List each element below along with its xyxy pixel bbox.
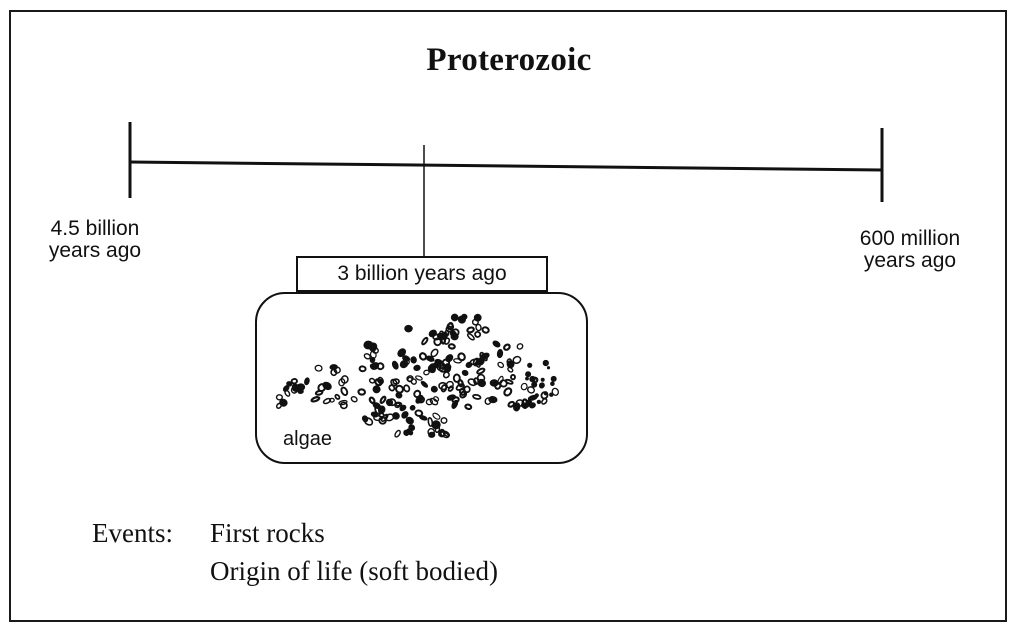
algae-fragment [525,371,531,377]
fossil-caption: algae [283,428,332,451]
event-item: Origin of life (soft bodied) [210,552,498,590]
algae-cell [476,368,485,375]
algae-cell [426,399,432,405]
algae-fragment [544,391,548,395]
timeline-axis [130,162,882,170]
algae-cell [291,379,297,384]
algae-cell [358,389,365,395]
algae-cell [476,324,482,331]
algae-fragment [537,400,541,404]
algae-fragment [550,381,555,386]
algae-cell [370,357,375,363]
timeline-end-label-line-2: years ago [840,250,980,272]
algae-cell [497,350,502,358]
algae-cell [497,361,504,368]
algae-cell [411,357,416,363]
algae-cell [467,333,475,341]
algae-cell [525,399,532,406]
algae-cell [421,337,428,345]
algae-cell [315,365,322,371]
algae-cell [520,383,528,391]
algae-fragment [549,393,553,397]
timeline-end-label: 600 million years ago [840,228,980,272]
algae-cell [350,396,358,403]
algae-fragment [527,363,532,368]
algae-cell [409,405,415,411]
algae-fragment [547,366,550,369]
algae-cell [386,399,393,406]
algae-cell [405,326,412,332]
fossil-card: algae [255,292,588,464]
algae-cell [380,396,387,404]
algae-fragment [543,361,547,365]
algae-cell [392,361,398,369]
algae-fragment [525,377,529,381]
algae-cell [369,378,375,384]
algae-cell [296,384,305,391]
algae-cell [447,395,455,401]
algae-cell [403,384,410,392]
algae-cell [323,398,331,405]
event-date-box: 3 billion years ago [296,256,548,292]
algae-cell [445,354,453,362]
algae-cell [414,365,420,370]
timeline-end-label-line-1: 600 million [840,228,980,250]
algae-cell [419,415,427,421]
algae-cell [435,359,443,365]
algae-cell [441,417,448,424]
algae-cell [429,329,437,337]
algae-cell [279,399,287,407]
algae-cell [394,430,401,438]
events-list: First rocks Origin of life (soft bodied) [210,514,498,590]
algae-cell [451,314,458,321]
algae-cell [467,327,475,333]
algae-cell [474,331,481,338]
algae-cell [396,402,402,406]
algae-cell [429,432,435,437]
algae-cell [335,394,341,400]
algae-cell [430,348,439,358]
algae-cell [462,370,469,376]
algae-cell [419,352,427,361]
algae-cell [284,389,291,396]
algae-cell [465,404,472,410]
algae-cell [516,343,523,350]
algae-cell [311,396,320,402]
events-heading: Events: [92,514,210,552]
algae-cell [503,343,511,350]
algae-fragment [535,393,539,397]
algae-cell [431,386,437,392]
algae-cell [448,344,455,349]
algae-cell [448,385,454,391]
algae-cell [340,387,348,396]
algae-cell [362,415,368,422]
algae-cell [304,378,310,385]
algae-fragment [529,376,535,382]
algae-cell [432,412,441,420]
algae-cell [359,366,366,372]
algae-cell [511,375,516,380]
algae-cell [420,380,428,388]
algae-cell [539,382,545,388]
events-section: Events: First rocks Origin of life (soft… [92,514,210,552]
timeline-start-label-line-1: 4.5 billion [30,218,160,240]
algae-fragment [541,378,545,382]
algae-fragment [531,382,537,388]
algae-cell [489,397,497,403]
algae-cell [423,370,429,376]
algae-cell [503,387,513,397]
event-item: First rocks [210,514,498,552]
timeline-start-label: 4.5 billion years ago [30,218,160,262]
algae-cell [491,380,498,386]
algae-cell [473,394,481,399]
algae-cell [458,380,464,387]
algae-fragment [551,376,557,382]
algae-cell [379,413,384,417]
algae-cell [482,326,490,333]
algae-cell [492,340,501,348]
timeline-start-label-line-2: years ago [30,240,160,262]
